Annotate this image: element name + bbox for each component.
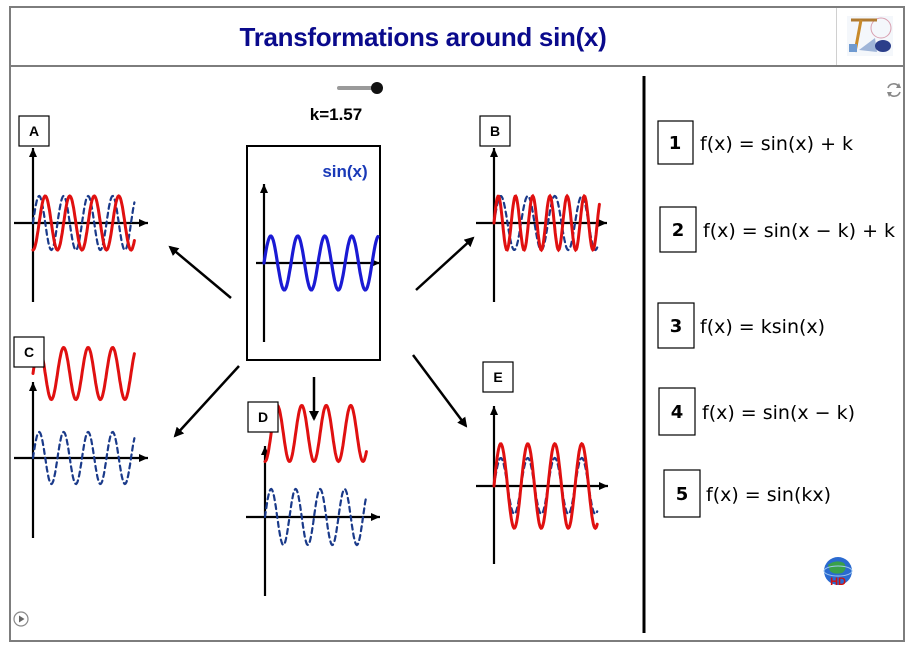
page-title: Transformations around sin(x) <box>239 22 607 52</box>
slider-handle[interactable] <box>371 82 383 94</box>
y-axis-arrow <box>490 406 498 415</box>
y-axis-arrow <box>29 382 37 391</box>
svg-text:B: B <box>490 123 500 139</box>
svg-text:HD: HD <box>830 576 846 588</box>
geometry-tools-icon <box>847 16 893 56</box>
x-axis-arrow <box>599 482 608 490</box>
play-icon[interactable] <box>13 611 29 627</box>
svg-text:D: D <box>258 409 268 425</box>
transformation-arrows <box>168 236 475 438</box>
graph-a <box>14 148 148 302</box>
panel-label-b: B <box>479 115 511 147</box>
panel-label-c: C <box>13 336 45 368</box>
arrow-to-b <box>415 236 475 291</box>
formula-text: f(x) = ksin(x) <box>700 316 825 338</box>
original-sine-curve <box>31 430 136 486</box>
formula-number: 3 <box>670 316 683 337</box>
k-slider[interactable] <box>337 82 383 94</box>
panel-label-e: E <box>482 361 514 393</box>
formula-1[interactable]: 1 f(x) = sin(x) + k <box>657 120 853 165</box>
original-graph-frame <box>246 145 381 361</box>
title-bar: Transformations around sin(x) <box>11 8 903 67</box>
formula-number: 1 <box>669 133 682 154</box>
arrow-to-e <box>411 354 468 428</box>
original-graph <box>256 184 380 342</box>
logo-container <box>836 8 903 65</box>
formula-text: f(x) = sin(x − k) <box>702 402 855 424</box>
original-sine-curve <box>492 194 599 252</box>
y-axis-arrow <box>29 148 37 157</box>
original-sine-curve <box>31 194 136 252</box>
refresh-icon[interactable] <box>887 83 901 97</box>
transformed-curve <box>263 403 368 464</box>
formula-2[interactable]: 2 f(x) = sin(x − k) + k <box>659 206 895 253</box>
applet-frame: Transformations around sin(x) <box>9 6 905 642</box>
formula-number: 2 <box>672 220 685 241</box>
x-axis-arrow <box>598 219 607 227</box>
svg-text:E: E <box>493 369 502 385</box>
formula-text: f(x) = sin(x − k) + k <box>703 220 895 242</box>
panel-label-d: D <box>247 401 279 433</box>
svg-text:C: C <box>24 344 34 360</box>
arrow-to-a <box>168 245 232 299</box>
graph-c <box>14 345 148 538</box>
arrow-to-c <box>173 365 240 438</box>
formula-number: 5 <box>676 484 689 505</box>
formula-number: 4 <box>671 402 684 423</box>
formula-4[interactable]: 4 f(x) = sin(x − k) <box>658 387 855 436</box>
slider-value-label: k=1.57 <box>310 105 362 124</box>
graph-e <box>476 406 608 564</box>
svg-text:A: A <box>29 123 39 139</box>
x-axis-arrow <box>139 219 148 227</box>
x-axis-arrow <box>371 513 380 521</box>
y-axis-arrow <box>260 184 268 193</box>
transformed-curve <box>31 345 136 402</box>
transformed-curve <box>492 193 601 253</box>
transformed-curve <box>31 194 136 252</box>
transformed-curve <box>492 441 599 531</box>
formula-5[interactable]: 5 f(x) = sin(kx) <box>663 469 831 518</box>
formula-text: f(x) = sin(kx) <box>706 484 831 506</box>
sine-curve <box>262 234 380 292</box>
graph-b <box>476 148 607 302</box>
globe-icon: HD <box>823 557 853 588</box>
y-axis-arrow <box>490 148 498 157</box>
graph-d <box>246 403 380 596</box>
formula-3[interactable]: 3 f(x) = ksin(x) <box>657 302 825 349</box>
x-axis-arrow <box>139 454 148 462</box>
panel-label-a: A <box>18 115 50 147</box>
original-graph-label: sin(x) <box>322 162 367 181</box>
original-sine-curve <box>263 487 368 547</box>
formula-text: f(x) = sin(x) + k <box>700 133 853 155</box>
